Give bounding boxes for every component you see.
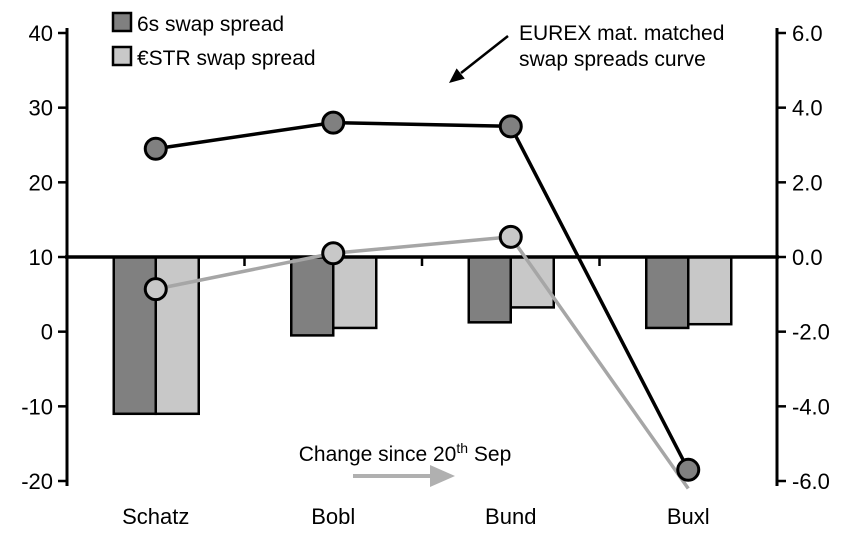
curve-annotation: EUREX mat. matched swap spreads curve xyxy=(449,22,724,83)
left-axis-tick-label: 40 xyxy=(29,21,53,46)
category-label-bund: Bund xyxy=(485,504,536,529)
tick-labels-layer: 403020100-10-206.04.02.00.0-2.0-4.0-6.0S… xyxy=(21,21,830,529)
legend-label-estr: €STR swap spread xyxy=(137,47,316,70)
curve-annotation-line1: EUREX mat. matched xyxy=(519,22,724,45)
right-axis-tick-label: 6.0 xyxy=(792,21,823,46)
change-annotation: Change since 20th Sep xyxy=(299,440,512,487)
right-axis-tick-label: 4.0 xyxy=(792,96,823,121)
legend: 6s swap spread €STR swap spread xyxy=(111,11,316,70)
legend-swatch-6s xyxy=(111,11,133,33)
line-6s xyxy=(155,120,690,471)
change-arrow-icon xyxy=(353,465,455,487)
right-axis-tick-label: -2.0 xyxy=(792,320,830,345)
left-axis-tick-label: 10 xyxy=(29,245,53,270)
bar-6s-bund xyxy=(467,255,512,324)
marker-estr-bund xyxy=(498,224,523,249)
left-axis-tick-label: 30 xyxy=(29,96,53,121)
right-axis-tick-label: -6.0 xyxy=(792,469,830,494)
marker-6s-bobl xyxy=(321,110,346,135)
lines-layer xyxy=(143,110,701,490)
marker-estr-bobl xyxy=(321,241,346,266)
category-label-bobl: Bobl xyxy=(311,504,355,529)
legend-swatch-estr xyxy=(111,45,133,67)
curve-annotation-arrow-icon xyxy=(449,35,509,83)
marker-6s-bund xyxy=(498,114,523,139)
legend-label-6s: 6s swap spread xyxy=(137,13,284,36)
bar-6s-buxl xyxy=(645,255,690,330)
right-axis-tick-label: -4.0 xyxy=(792,394,830,419)
change-annotation-superscript: th xyxy=(456,440,468,456)
left-axis-tick-label: 20 xyxy=(29,170,53,195)
change-annotation-prefix: Change since 20 xyxy=(299,443,457,466)
marker-6s-schatz xyxy=(143,136,168,161)
left-axis-tick-label: -20 xyxy=(21,469,53,494)
bar-6s-bobl xyxy=(290,255,335,337)
bar-estr-bobl xyxy=(332,255,378,330)
left-axis-tick-label: -10 xyxy=(21,394,53,419)
category-label-schatz: Schatz xyxy=(122,504,189,529)
right-axis-tick-label: 0.0 xyxy=(792,245,823,270)
bar-estr-buxl xyxy=(687,255,733,326)
right-axis-tick-label: 2.0 xyxy=(792,170,823,195)
axes-layer xyxy=(58,28,786,486)
change-annotation-suffix: Sep xyxy=(468,443,511,466)
curve-annotation-line2: swap spreads curve xyxy=(519,48,706,71)
change-annotation-text: Change since 20th Sep xyxy=(299,440,512,466)
marker-estr-schatz xyxy=(143,277,168,302)
marker-6s-buxl xyxy=(676,457,701,482)
line-estr xyxy=(155,235,690,490)
left-axis-tick-label: 0 xyxy=(41,320,53,345)
category-label-buxl: Buxl xyxy=(667,504,710,529)
